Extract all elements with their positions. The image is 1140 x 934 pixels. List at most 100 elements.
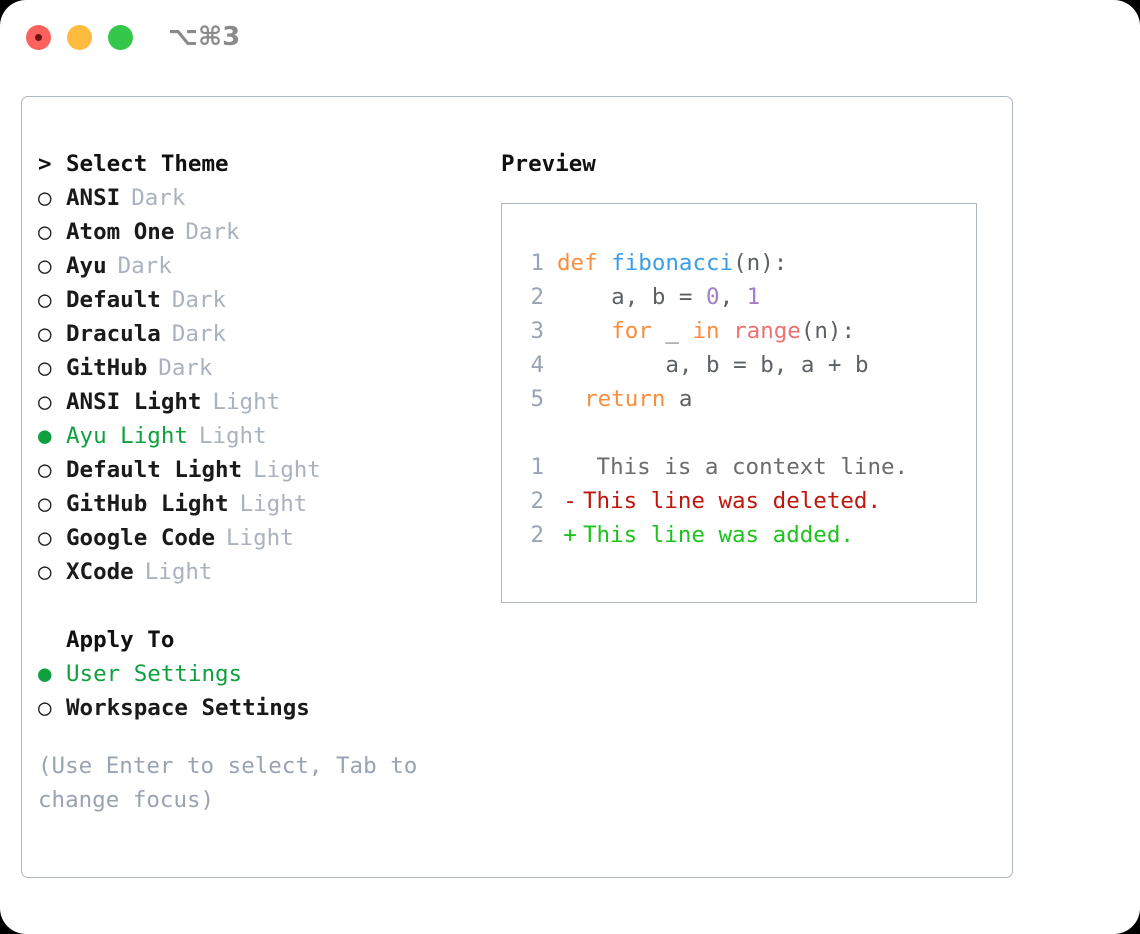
- apply-to-list: ● User Settings ○Workspace Settings: [38, 657, 488, 725]
- radio-unselected-icon[interactable]: ○: [38, 559, 52, 585]
- title-bar: ⌥⌘3: [0, 0, 1140, 78]
- radio-unselected-icon[interactable]: ○: [38, 253, 52, 279]
- apply-to-header: Apply To: [38, 623, 488, 657]
- theme-variant-badge: Light: [253, 457, 321, 483]
- diff-sample: 1 This is a context line. 2-This line was…: [502, 450, 976, 552]
- diff-sign: -: [563, 488, 577, 514]
- code-text: def fibonacci(n):: [557, 246, 787, 280]
- theme-list-item[interactable]: ○ Ayu Dark: [38, 249, 488, 283]
- theme-name-label: GitHub Light: [66, 491, 229, 517]
- code-token-plain: ,: [719, 284, 747, 310]
- theme-list-item[interactable]: ○ Default Light Light: [38, 453, 488, 487]
- code-text: for _ in range(n):: [557, 314, 855, 348]
- theme-variant-badge: Dark: [171, 321, 227, 347]
- radio-unselected-icon[interactable]: ○: [38, 321, 52, 347]
- radio-unselected-icon[interactable]: ○: [38, 695, 52, 721]
- theme-list-item[interactable]: ● Ayu Light Light: [38, 419, 488, 453]
- radio-unselected-icon[interactable]: ○: [38, 457, 52, 483]
- radio-unselected-icon[interactable]: ○: [38, 355, 52, 381]
- line-number: 2: [530, 522, 544, 548]
- theme-name-label: XCode: [66, 559, 134, 585]
- theme-list-item[interactable]: ○ GitHub Dark: [38, 351, 488, 385]
- code-line: 5 return a: [502, 382, 976, 416]
- code-token-plain: [557, 318, 611, 344]
- theme-variant-badge: Dark: [131, 185, 186, 211]
- code-token-plain: (n):: [733, 250, 788, 276]
- code-text: a, b = b, a + b: [557, 348, 869, 382]
- code-token-function: fibonacci: [611, 250, 734, 276]
- diff-text: This line was deleted.: [583, 488, 882, 514]
- apply-to-label: User Settings: [66, 661, 243, 687]
- radio-unselected-icon[interactable]: ○: [38, 219, 52, 245]
- code-diff-separator: [502, 416, 976, 450]
- radio-unselected-icon[interactable]: ○: [38, 525, 52, 551]
- radio-unselected-icon[interactable]: ○: [38, 287, 52, 313]
- line-number: 1: [530, 250, 544, 276]
- preview-title: Preview: [501, 151, 596, 177]
- radio-selected-icon[interactable]: ●: [38, 661, 52, 687]
- theme-list-item[interactable]: ○ Default Dark: [38, 283, 488, 317]
- radio-unselected-icon[interactable]: ○: [38, 389, 52, 415]
- apply-to-item[interactable]: ○Workspace Settings: [38, 691, 488, 725]
- code-token-plain: a, b = b, a + b: [557, 352, 869, 378]
- theme-variant-badge: Dark: [117, 253, 172, 279]
- theme-variant-badge: Light: [226, 525, 294, 551]
- line-number: 2: [530, 284, 544, 310]
- radio-unselected-icon[interactable]: ○: [38, 185, 52, 211]
- select-theme-title: Select Theme: [66, 151, 229, 177]
- line-number: 4: [530, 352, 544, 378]
- apply-to-item[interactable]: ● User Settings: [38, 657, 488, 691]
- code-text: return a: [557, 382, 692, 416]
- code-token-plain: a, b =: [557, 284, 707, 310]
- theme-name-label: GitHub: [66, 355, 148, 381]
- caret-icon: >: [38, 151, 52, 177]
- minimize-window-button[interactable]: [67, 25, 92, 50]
- theme-variant-badge: Dark: [171, 287, 227, 313]
- theme-list-item[interactable]: ○ Atom One Dark: [38, 215, 488, 249]
- code-token-plain: [557, 386, 584, 412]
- code-token-plain: a: [665, 386, 693, 412]
- diff-line-context: 1 This is a context line.: [502, 450, 976, 484]
- theme-variant-badge: Dark: [158, 355, 213, 381]
- theme-list-item[interactable]: ○ ANSI Light Light: [38, 385, 488, 419]
- code-token-number: 0: [706, 284, 720, 310]
- theme-variant-badge: Dark: [185, 219, 240, 245]
- theme-name-label: ANSI Light: [66, 389, 202, 415]
- theme-list-item[interactable]: ○ Google Code Light: [38, 521, 488, 555]
- close-window-button[interactable]: [26, 25, 51, 50]
- code-text: a, b = 0, 1: [557, 280, 760, 314]
- theme-name-label: Default Light: [66, 457, 243, 483]
- keyboard-shortcut-label: ⌥⌘3: [168, 22, 241, 52]
- code-line: 2 a, b = 0, 1: [502, 280, 976, 314]
- theme-name-label: Ayu: [66, 253, 107, 279]
- theme-variant-badge: Light: [198, 423, 267, 449]
- apply-to-title: Apply To: [66, 627, 175, 653]
- line-number: 5: [530, 386, 544, 412]
- theme-name-label: Ayu Light: [66, 423, 188, 449]
- theme-variant-badge: Light: [212, 389, 281, 415]
- theme-variant-badge: Light: [144, 559, 213, 585]
- code-line: 4 a, b = b, a + b: [502, 348, 976, 382]
- diff-text: This line was added.: [583, 522, 854, 548]
- theme-name-label: Atom One: [66, 219, 175, 245]
- radio-selected-icon[interactable]: ●: [38, 423, 52, 449]
- list-spacer: [38, 589, 488, 623]
- code-token-keyword: return: [584, 386, 666, 412]
- maximize-window-button[interactable]: [108, 25, 133, 50]
- code-token-builtin: range: [733, 318, 801, 344]
- theme-name-label: Google Code: [66, 525, 216, 551]
- diff-line-added: 2+This line was added.: [502, 518, 976, 552]
- line-number: 1: [530, 454, 544, 480]
- theme-list-item[interactable]: ○ XCode Light: [38, 555, 488, 589]
- select-theme-header: > Select Theme: [38, 147, 488, 181]
- diff-text: This is a context line.: [583, 454, 909, 480]
- radio-unselected-icon[interactable]: ○: [38, 491, 52, 517]
- code-token-keyword: in: [692, 318, 720, 344]
- theme-name-label: Default: [66, 287, 161, 313]
